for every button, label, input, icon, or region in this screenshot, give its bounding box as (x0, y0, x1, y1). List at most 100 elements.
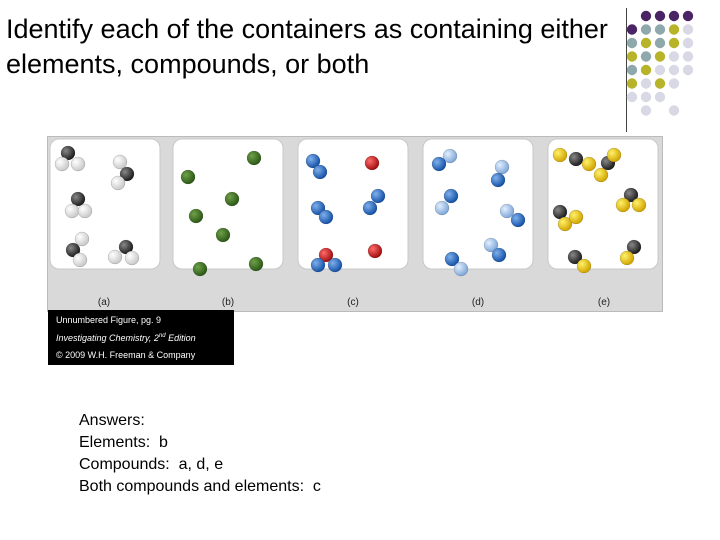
atom-sphere (581, 156, 597, 172)
atom-sphere (568, 209, 584, 225)
decorative-dot (668, 10, 680, 22)
decorative-dot (640, 78, 652, 89)
decorative-dot (640, 91, 652, 103)
caption-book-title: Investigating Chemistry, 2 (56, 333, 159, 343)
atom-sphere (180, 169, 196, 185)
atom-sphere (364, 155, 380, 171)
atom-sphere (499, 203, 515, 219)
answer-elements: Elements: b (79, 434, 168, 451)
decorative-dot (654, 51, 666, 62)
decorative-dot (682, 24, 694, 35)
decorative-dot (682, 37, 694, 49)
decorative-dot (668, 37, 680, 49)
decorative-dot (640, 10, 652, 22)
molecule-figure: (a)(b)(c)(d)(e) (47, 136, 663, 312)
atom-sphere (305, 153, 321, 169)
atom-sphere (248, 256, 264, 272)
caption-line-book: Investigating Chemistry, 2nd Edition (56, 333, 196, 343)
decorative-dot (668, 64, 680, 76)
atom-sphere (224, 191, 240, 207)
decorative-dot (626, 78, 638, 89)
decorative-dot (626, 51, 638, 62)
panel-label: (e) (598, 297, 610, 308)
atom-sphere (124, 250, 140, 266)
decorative-dot (640, 51, 652, 62)
atom-sphere (453, 261, 469, 277)
atom-sphere (318, 247, 334, 263)
atom-sphere (54, 156, 70, 172)
atom-sphere (70, 191, 86, 207)
atom-sphere (576, 258, 592, 274)
atom-sphere (557, 216, 573, 232)
atom-sphere (494, 159, 510, 175)
answer-both: Both compounds and elements: c (79, 478, 321, 495)
decorative-dot (682, 10, 694, 22)
decorative-dot (682, 51, 694, 62)
atom-sphere (65, 242, 81, 258)
decorative-dot (626, 37, 638, 49)
atom-sphere (510, 212, 526, 228)
atom-sphere (110, 175, 126, 191)
atom-sphere (215, 227, 231, 243)
atom-sphere (118, 239, 134, 255)
decorative-dot-grid (626, 10, 694, 116)
atom-sphere (619, 250, 635, 266)
atom-sphere (119, 166, 135, 182)
atom-sphere (434, 200, 450, 216)
decorative-dot (668, 24, 680, 35)
panel-label: (b) (222, 297, 234, 308)
atom-sphere (312, 164, 328, 180)
atom-sphere (246, 150, 262, 166)
decorative-dot (626, 91, 638, 103)
atom-sphere (615, 197, 631, 213)
atom-sphere (567, 249, 583, 265)
decorative-divider (626, 8, 627, 132)
slide-title: Identify each of the containers as conta… (6, 14, 608, 79)
panel-label: (c) (347, 297, 359, 308)
atom-sphere (107, 249, 123, 265)
atom-sphere (568, 151, 584, 167)
atom-sphere (442, 148, 458, 164)
atom-sphere (72, 252, 88, 268)
answers-heading: Answers: (79, 412, 145, 429)
caption-line-copyright: © 2009 W.H. Freeman & Company (56, 350, 196, 360)
atom-sphere (188, 208, 204, 224)
atom-sphere (490, 172, 506, 188)
molecule-figure-svg: (a)(b)(c)(d)(e) (49, 138, 659, 308)
atom-sphere (431, 156, 447, 172)
atom-sphere (310, 257, 326, 273)
container-panel (547, 138, 659, 270)
atom-sphere (60, 145, 76, 161)
atom-sphere (593, 167, 609, 183)
atom-sphere (606, 147, 622, 163)
atom-sphere (74, 231, 90, 247)
decorative-dot (640, 105, 652, 116)
decorative-dot (654, 10, 666, 22)
caption-line-figure: Unnumbered Figure, pg. 9 (56, 315, 162, 325)
decorative-dot (668, 105, 680, 116)
atom-sphere (623, 187, 639, 203)
decorative-dot (626, 24, 638, 35)
decorative-dot (654, 24, 666, 35)
atom-sphere (370, 188, 386, 204)
panel-label: (a) (98, 297, 110, 308)
caption-book-sup: nd (158, 333, 166, 339)
atom-sphere (318, 209, 334, 225)
atom-sphere (64, 203, 80, 219)
decorative-dot (654, 78, 666, 89)
atom-sphere (310, 200, 326, 216)
atom-sphere (362, 200, 378, 216)
atom-sphere (77, 203, 93, 219)
decorative-dot (654, 91, 666, 103)
figure-caption: Unnumbered Figure, pg. 9 Investigating C… (48, 310, 234, 365)
atom-sphere (327, 257, 343, 273)
atom-sphere (112, 154, 128, 170)
answers-block: Answers: Elements: b Compounds: a, d, e … (79, 410, 321, 498)
atom-sphere (626, 239, 642, 255)
decorative-dot (668, 78, 680, 89)
decorative-dot (626, 64, 638, 76)
atom-sphere (631, 197, 647, 213)
decorative-dot (654, 64, 666, 76)
decorative-dot (640, 24, 652, 35)
decorative-dot (640, 64, 652, 76)
